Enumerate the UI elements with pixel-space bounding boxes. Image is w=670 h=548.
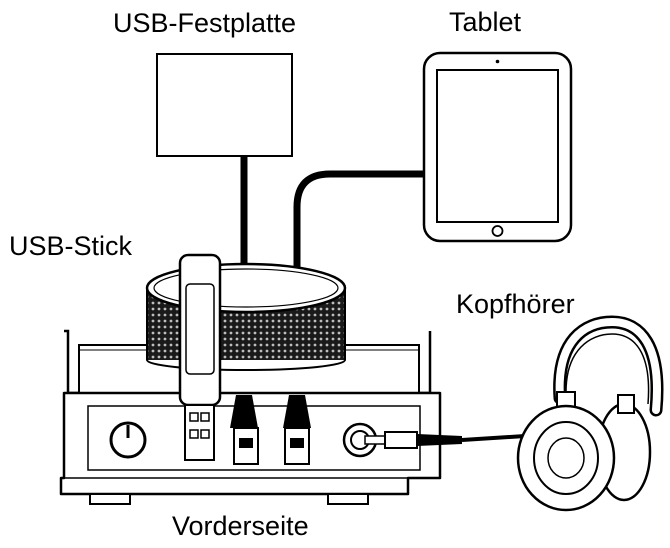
gain-knob [109,421,147,459]
usb-stick [178,253,222,461]
headphone-cable [461,434,526,442]
usb-hard-drive [156,53,293,157]
audio-interface [59,262,442,505]
tablet-cable [293,170,424,395]
tablet-device [422,51,573,243]
usb-drive-plug [230,395,259,465]
usb-stick-label: USB-Stick [9,231,133,261]
usb-drive-label: USB-Festplatte [113,8,297,38]
tablet-label: Tablet [449,7,522,37]
tablet-plug [283,395,311,465]
headphones [516,315,664,512]
headphone-plug [364,431,462,449]
headphones-label: Kopfhörer [456,289,575,319]
volume-knob [145,262,347,371]
front-side-label: Vorderseite [172,511,309,541]
